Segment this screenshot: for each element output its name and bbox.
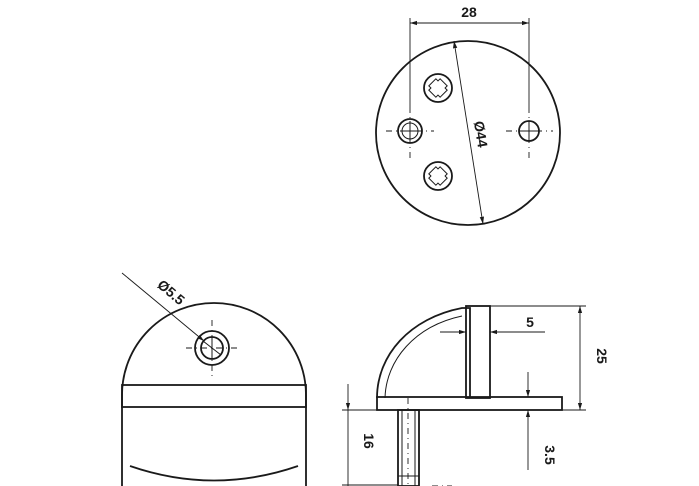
dome-inner-line xyxy=(384,315,463,399)
dimension-25-label: 25 xyxy=(594,348,610,364)
dimension-16-label: 16 xyxy=(361,433,377,449)
dome-outline xyxy=(121,302,307,486)
base-plate-outline xyxy=(375,40,561,226)
right-mounting-hole xyxy=(506,107,553,158)
screw-shank xyxy=(397,409,420,486)
top-view: 28 Ø44 xyxy=(375,4,561,226)
dimension-diameter-5-5: Ø5.5 xyxy=(121,272,205,342)
base-plate-profile xyxy=(376,396,563,411)
dimension-25: 25 xyxy=(490,305,610,411)
dome-profile xyxy=(376,307,471,399)
stopper-post xyxy=(465,305,491,399)
dimension-diameter-5-5-label: Ø5.5 xyxy=(154,276,188,308)
front-view: Ø5.5 xyxy=(121,272,307,486)
dome-base-curve xyxy=(129,465,299,482)
left-mounting-hole xyxy=(386,107,434,158)
dimension-diameter-44: Ø44 xyxy=(452,40,491,225)
dimension-28: 28 xyxy=(409,4,530,107)
rubber-band xyxy=(121,384,307,408)
dimension-5-label: 5 xyxy=(526,314,534,330)
screw-bottom xyxy=(423,161,453,191)
side-view: 5 25 3.5 16 xyxy=(342,305,610,486)
dimension-5: 5 xyxy=(440,314,545,335)
dimension-3-5: 3.5 xyxy=(525,372,558,470)
center-hole xyxy=(186,320,238,376)
dimension-3-5-label: 3.5 xyxy=(542,445,558,465)
screw-top xyxy=(423,73,453,103)
dimension-16: 16 xyxy=(342,384,398,486)
dimension-28-label: 28 xyxy=(461,4,477,20)
dimension-diameter-44-label: Ø44 xyxy=(471,120,491,149)
